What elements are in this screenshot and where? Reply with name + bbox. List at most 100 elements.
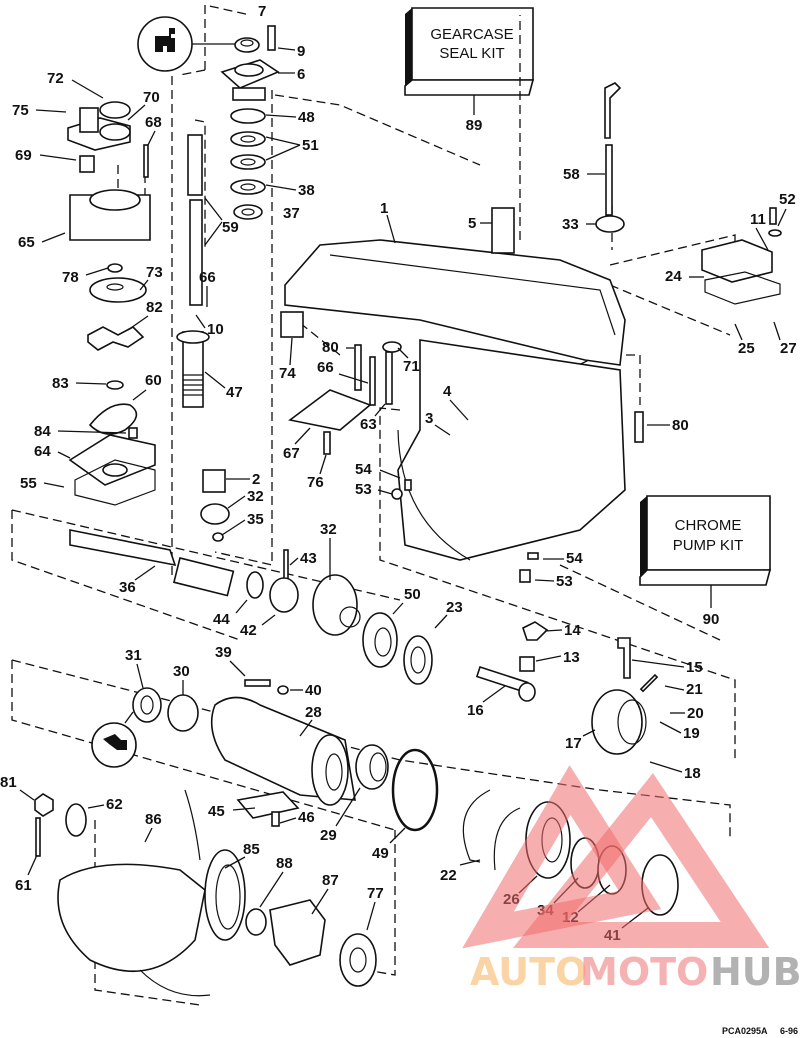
callout-15: 15 (686, 659, 703, 676)
callout-46: 46 (298, 809, 315, 826)
callout-7: 7 (258, 3, 266, 20)
callout-48: 48 (298, 109, 315, 126)
callout-90: 90 (703, 611, 720, 628)
callout-60: 60 (145, 372, 162, 389)
callout-28: 28 (305, 704, 322, 721)
driveshaft-seal-stack (220, 25, 280, 220)
gearcase-housing (280, 82, 782, 561)
callout-88: 88 (276, 855, 293, 872)
callout-77: 77 (367, 885, 384, 902)
callout-24: 24 (665, 268, 682, 285)
callout-17: 17 (565, 735, 582, 752)
callout-14: 14 (564, 622, 581, 639)
callout-72: 72 (47, 70, 64, 87)
watermark-word-auto: AUTO (470, 950, 587, 994)
callout-31: 31 (125, 647, 142, 664)
callout-6: 6 (297, 66, 305, 83)
callout-54-right: 54 (566, 550, 583, 567)
callout-35: 35 (247, 511, 264, 528)
watermark-word-moto: MOTO (580, 950, 708, 994)
watermark-triangle-right (512, 772, 770, 948)
callout-63: 63 (360, 416, 377, 433)
callout-3: 3 (425, 410, 433, 427)
callout-86: 86 (145, 811, 162, 828)
callout-54: 54 (355, 461, 372, 478)
driveshaft (176, 134, 230, 542)
callout-4: 4 (443, 383, 452, 400)
callout-64: 64 (34, 443, 51, 460)
callout-55: 55 (20, 475, 37, 492)
callout-52: 52 (779, 191, 796, 208)
callout-44: 44 (213, 611, 230, 628)
callout-25: 25 (738, 340, 755, 357)
callout-75: 75 (12, 102, 29, 119)
callout-80: 80 (322, 339, 339, 356)
callout-65: 65 (18, 234, 35, 251)
callout-32-lower: 32 (320, 521, 337, 538)
callout-23: 23 (446, 599, 463, 616)
callout-78: 78 (62, 269, 79, 286)
callout-50: 50 (404, 586, 421, 603)
callout-89: 89 (466, 117, 483, 134)
water-pump (67, 101, 156, 506)
callout-18: 18 (684, 765, 701, 782)
callout-73: 73 (146, 264, 163, 281)
callout-40: 40 (305, 682, 322, 699)
callout-33: 33 (562, 216, 579, 233)
callout-61: 61 (15, 877, 32, 894)
callout-66-lower: 66 (317, 359, 334, 376)
callout-67: 67 (283, 445, 300, 462)
kit-label-line2: SEAL KIT (439, 45, 504, 62)
callout-69: 69 (15, 147, 32, 164)
callout-30: 30 (173, 663, 190, 680)
callout-85: 85 (243, 841, 260, 858)
callout-81: 81 (0, 774, 17, 791)
callout-87: 87 (322, 872, 339, 889)
callout-32: 32 (247, 488, 264, 505)
callout-9: 9 (297, 43, 305, 60)
callout-59: 59 (222, 219, 239, 236)
callout-53-right: 53 (556, 573, 573, 590)
callout-29: 29 (320, 827, 337, 844)
callout-43: 43 (300, 550, 317, 567)
callout-5: 5 (468, 215, 476, 232)
diagram-date: 6-96 (780, 1026, 798, 1036)
callout-68: 68 (145, 114, 162, 131)
bearing-carrier-and-propeller (34, 679, 679, 997)
kit-label-line1: GEARCASE (430, 26, 513, 43)
callout-38: 38 (298, 182, 315, 199)
automotohub-watermark: AUTO MOTO HUB (462, 765, 800, 994)
callout-20: 20 (687, 705, 704, 722)
diagram-code: PCA0295A (722, 1026, 768, 1036)
gearcase-seal-kit-box: GEARCASE SEAL KIT 89 (404, 7, 535, 134)
callout-39: 39 (215, 644, 232, 661)
callout-45: 45 (208, 803, 225, 820)
callout-62: 62 (106, 796, 123, 813)
callout-11: 11 (750, 211, 766, 228)
callout-22: 22 (440, 867, 457, 884)
callout-71: 71 (403, 358, 420, 375)
chrome-pump-kit-box: CHROME PUMP KIT 90 (639, 495, 772, 628)
callout-70: 70 (143, 89, 160, 106)
kit-label-line2: PUMP KIT (673, 537, 744, 554)
callout-84: 84 (34, 423, 51, 440)
watermark-word-hub: HUB (710, 950, 800, 994)
callout-16: 16 (467, 702, 484, 719)
callout-36: 36 (119, 579, 136, 596)
callout-13: 13 (563, 649, 580, 666)
apply-sealant-icon (91, 711, 137, 768)
callout-66: 66 (199, 269, 216, 286)
callout-2: 2 (252, 471, 260, 488)
callout-49: 49 (372, 845, 389, 862)
callout-37: 37 (283, 205, 300, 222)
apply-lubricant-icon (137, 16, 240, 72)
callout-19: 19 (683, 725, 700, 742)
callout-27: 27 (780, 340, 797, 357)
callout-51: 51 (302, 137, 319, 154)
callout-1: 1 (380, 200, 388, 217)
propshaft-assembly (69, 529, 659, 755)
callout-83: 83 (52, 375, 69, 392)
callout-42: 42 (240, 622, 257, 639)
kit-label-line1: CHROME (675, 517, 742, 534)
